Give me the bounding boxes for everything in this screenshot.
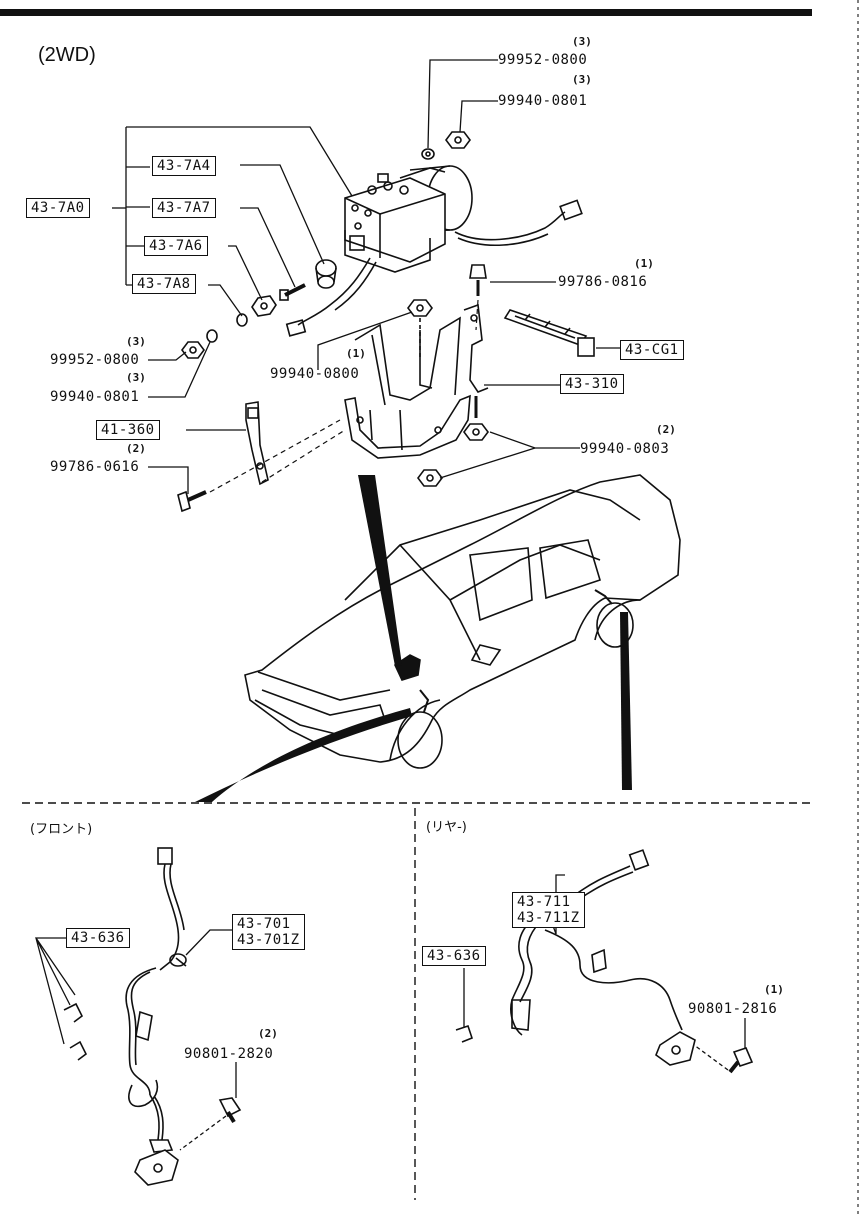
part-number: 99940-0801 (50, 389, 140, 405)
top-border (0, 9, 812, 16)
callout-43-7A6[interactable]: 43-7A6 (144, 236, 208, 256)
callout-43-7A0[interactable]: 43-7A0 (26, 198, 90, 218)
front-leaders (34, 929, 237, 1151)
part-qty: (2) (258, 1027, 278, 1040)
callout-43-7A4[interactable]: 43-7A4 (152, 156, 216, 176)
callout-rear-43-711[interactable]: 43-711 43-711Z (512, 892, 585, 928)
part-number: 99940-0803 (580, 441, 670, 457)
callout-43-310[interactable]: 43-310 (560, 374, 624, 394)
section-front-label: (フロント) (30, 822, 93, 837)
part-qty: (2) (656, 423, 676, 436)
callout-43-7A8[interactable]: 43-7A8 (132, 274, 196, 294)
part-qty: (3) (126, 371, 146, 384)
car (244, 474, 681, 769)
part-number: 99940-0800 (270, 366, 360, 382)
pointer-bands (195, 475, 632, 802)
front-sensor (63, 847, 242, 1186)
part-qty: (1) (764, 983, 784, 996)
leader-lines (112, 59, 620, 494)
part-number: 99786-0816 (558, 274, 648, 290)
page-title: (2WD) (38, 44, 96, 66)
callout-line: 43-711 (517, 894, 571, 910)
callout-43-CG1[interactable]: 43-CG1 (620, 340, 684, 360)
assembly-dashed-lines (209, 299, 479, 493)
part-number: 90801-2820 (184, 1046, 274, 1062)
part-qty: (3) (572, 35, 592, 48)
part-number: 99786-0616 (50, 459, 140, 475)
bracket (177, 264, 595, 513)
abs-unit (236, 131, 583, 337)
callout-line: 43-701 (237, 916, 291, 932)
part-number: 90801-2816 (688, 1001, 778, 1017)
part-qty: (1) (346, 347, 366, 360)
part-qty: (2) (126, 442, 146, 455)
part-number: 99952-0800 (50, 352, 140, 368)
section-rear-label: (リヤ-) (426, 820, 467, 835)
part-number: 99952-0800 (498, 52, 588, 68)
rear-leaders (463, 874, 746, 1071)
part-qty: (1) (634, 257, 654, 270)
part-number: 99940-0801 (498, 93, 588, 109)
part-qty: (3) (126, 335, 146, 348)
callout-43-7A7[interactable]: 43-7A7 (152, 198, 216, 218)
callout-line: 43-711Z (517, 910, 580, 926)
rear-sensor (455, 849, 754, 1074)
callout-front-43-636[interactable]: 43-636 (66, 928, 130, 948)
callout-41-360[interactable]: 41-360 (96, 420, 160, 440)
callout-front-43-701[interactable]: 43-701 43-701Z (232, 914, 305, 950)
callout-line: 43-701Z (237, 932, 300, 948)
callout-rear-43-636[interactable]: 43-636 (422, 946, 486, 966)
part-qty: (3) (572, 73, 592, 86)
